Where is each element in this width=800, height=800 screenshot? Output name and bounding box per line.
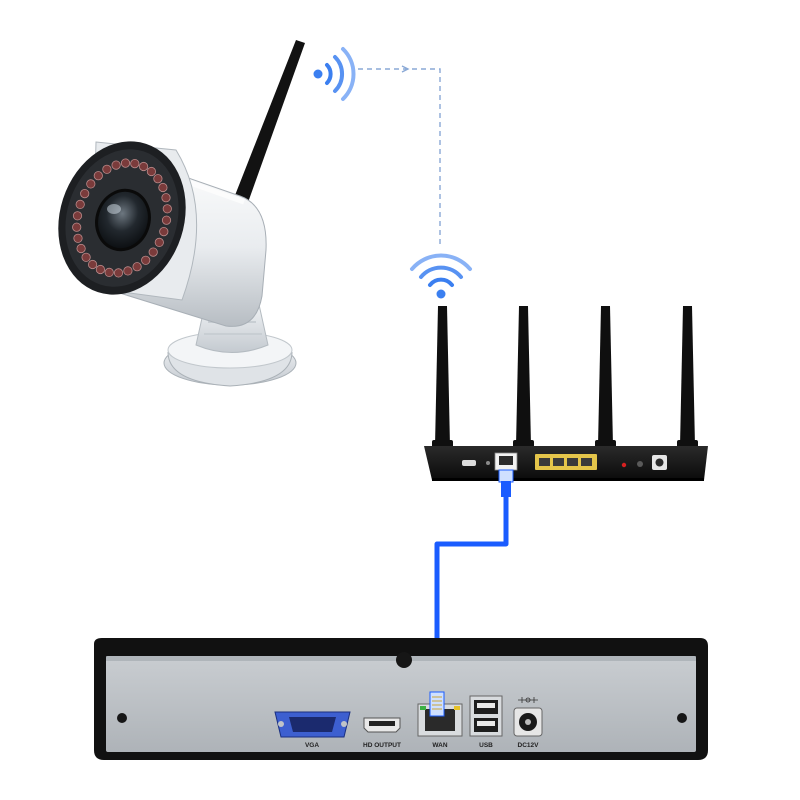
ir-led [73, 233, 83, 243]
camera-antenna [232, 40, 305, 208]
rj45-plug [429, 691, 445, 717]
ir-led [148, 247, 158, 257]
router-reset-button [486, 461, 490, 465]
hdmi-port [363, 717, 401, 733]
ir-led [158, 182, 168, 193]
wifi-bullet-camera-icon [58, 40, 305, 387]
ir-led [161, 193, 171, 203]
screw-icon [677, 713, 687, 723]
usb-ports [469, 695, 503, 737]
network-video-recorder-icon: VGA HD OUTPUT WAN USB [94, 638, 708, 760]
rj45-plug [498, 469, 514, 483]
router-antennas [432, 306, 698, 450]
vga-port-label: VGA [305, 742, 319, 749]
ir-led [81, 252, 91, 262]
screw-icon [396, 652, 412, 668]
ir-led [95, 264, 106, 275]
usb-port-label: USB [479, 742, 493, 749]
ir-led [75, 199, 85, 209]
wan-port [417, 691, 463, 737]
wan-link-led [420, 706, 426, 710]
ir-led [153, 174, 163, 184]
wireless-router-icon [424, 306, 708, 481]
ir-led [120, 158, 131, 168]
ir-led [113, 268, 124, 278]
hdmi-port-label: HD OUTPUT [363, 742, 401, 749]
dc-power-jack [513, 697, 543, 737]
ir-led [159, 227, 169, 237]
ir-led [72, 211, 83, 221]
ir-led [141, 255, 151, 265]
ir-led [80, 189, 90, 199]
wireless-link [358, 65, 441, 246]
ir-led [154, 237, 164, 247]
wifi-signal-icon [410, 253, 472, 299]
ir-led [123, 266, 133, 276]
power-port-label: DC12V [518, 742, 540, 749]
ir-led [146, 166, 156, 177]
screw-icon [117, 713, 127, 723]
nvr-rear-panel [106, 656, 696, 752]
ir-led [86, 179, 96, 189]
ir-led [162, 204, 172, 214]
ir-led [132, 262, 142, 272]
ir-led [88, 259, 98, 270]
dashed-link-line [358, 68, 441, 246]
router-wan-port [494, 452, 518, 471]
ir-led [93, 171, 103, 181]
wan-port-label: WAN [432, 742, 447, 749]
ir-led [72, 222, 82, 232]
ir-led [161, 215, 172, 225]
ir-led [111, 160, 121, 170]
arrow-left-icon [401, 65, 410, 73]
router-status-led [621, 462, 627, 468]
wifi-signal-icon [313, 47, 356, 101]
router-power-switch [637, 461, 643, 467]
router-power-jack [652, 455, 667, 470]
ir-led [104, 267, 114, 277]
ir-led [76, 243, 86, 254]
ir-led-ring [72, 158, 172, 278]
vga-port [274, 711, 351, 738]
ir-led [139, 161, 149, 172]
ethernet-cable-line [434, 496, 509, 688]
wan-activity-led [454, 706, 460, 710]
router-usb-c-port [462, 460, 476, 466]
ir-led [102, 164, 112, 174]
ir-led [130, 159, 140, 169]
router-lan-ports [535, 454, 597, 470]
